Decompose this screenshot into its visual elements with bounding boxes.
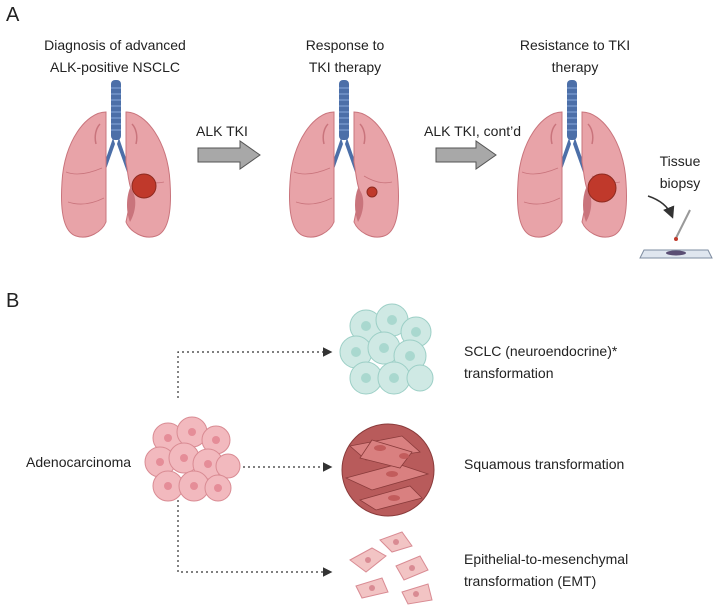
sclc-label-line2: transformation	[464, 365, 554, 381]
sclc-label-line1: SCLC (neuroendocrine)*	[464, 343, 618, 359]
stage3-title-line2: therapy	[551, 59, 599, 75]
emt-label: Epithelial-to-mesenchymal transformation…	[464, 548, 628, 592]
lungs-stage3	[516, 79, 628, 238]
emt-label-line2: transformation (EMT)	[464, 573, 597, 589]
arrow2-icon	[435, 140, 497, 170]
adenocarcinoma-label: Adenocarcinoma	[26, 454, 132, 470]
panel-a-letter: A	[6, 4, 20, 26]
tumor-small	[366, 186, 378, 198]
biopsy-label-line1: Tissue	[659, 153, 701, 169]
tumor-large	[131, 173, 157, 199]
stage3-title-line1: Resistance to TKI	[519, 37, 631, 53]
arrow1-label: ALK TKI	[196, 123, 248, 139]
squamous-cells-icon	[341, 423, 435, 517]
sclc-label: SCLC (neuroendocrine)* transformation	[464, 340, 617, 384]
connector-sclc	[177, 347, 333, 398]
arrow1-icon	[197, 140, 261, 170]
biopsy-arrow-icon	[647, 195, 675, 219]
arrow2-label: ALK TKI, cont’d	[424, 123, 522, 139]
stage2-title-line1: Response to	[305, 37, 385, 53]
lungs-stage1	[60, 79, 172, 238]
squamous-label-line1: Squamous transformation	[464, 456, 625, 472]
stage2-title: Response to TKI therapy	[260, 34, 430, 78]
stage1-title-line2: ALK-positive NSCLC	[50, 59, 180, 75]
squamous-label: Squamous transformation	[464, 453, 624, 475]
lungs-stage2	[288, 79, 400, 238]
connector-emt	[177, 500, 333, 577]
biopsy-label: Tissue biopsy	[650, 150, 710, 194]
biopsy-slide-icon	[639, 209, 713, 259]
stage3-title: Resistance to TKI therapy	[490, 34, 660, 78]
biopsy-label-line2: biopsy	[659, 175, 701, 191]
tumor-regrowth	[587, 173, 617, 203]
emt-label-line1: Epithelial-to-mesenchymal	[464, 551, 629, 567]
stage1-title: Diagnosis of advanced ALK-positive NSCLC	[20, 34, 210, 78]
stage2-title-line2: TKI therapy	[308, 59, 382, 75]
stage1-title-line1: Diagnosis of advanced	[44, 37, 186, 53]
emt-cells-icon	[349, 531, 433, 605]
panel-b-letter: B	[6, 290, 20, 312]
